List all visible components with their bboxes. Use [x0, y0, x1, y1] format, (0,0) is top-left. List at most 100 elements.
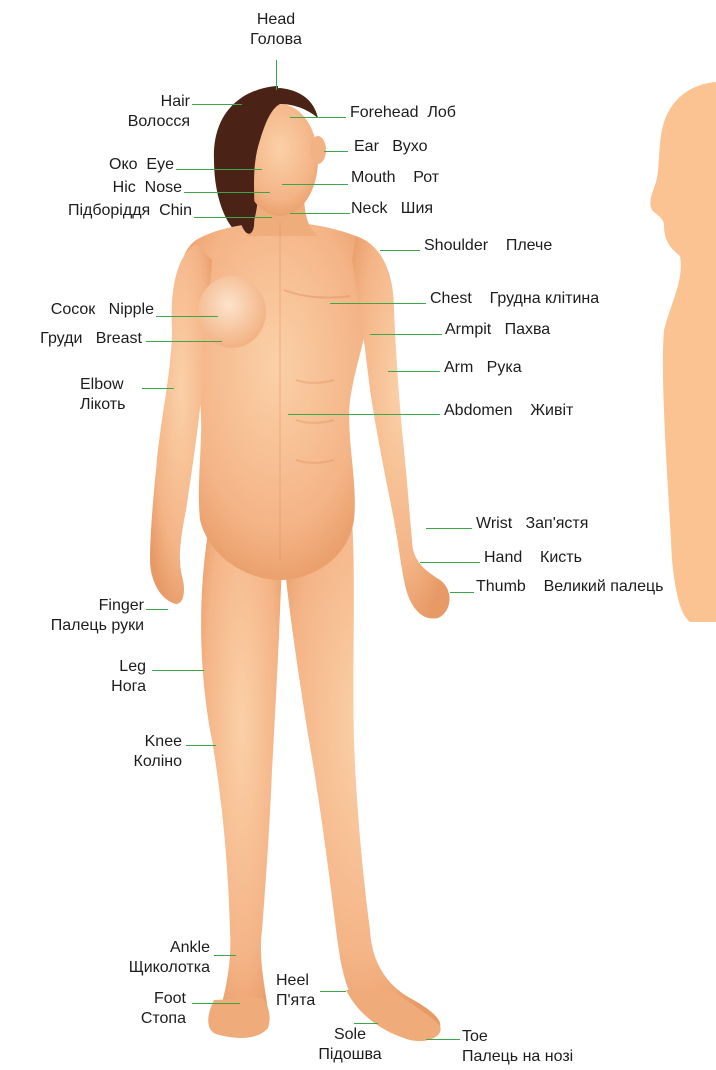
label-ankle-en: Ankle	[80, 938, 210, 958]
label-forehead: Forehead Лоб	[350, 103, 456, 123]
label-finger-uk: Палець руки	[10, 616, 144, 636]
label-toe-en: Toe	[462, 1027, 573, 1047]
label-wrist-uk: Зап'ястя	[525, 515, 588, 532]
label-elbow-uk: Лікоть	[80, 395, 125, 415]
label-elbow-en: Elbow	[80, 375, 125, 395]
label-mouth-uk: Рот	[413, 169, 439, 186]
label-chest-en: Chest	[430, 290, 472, 307]
toe-leader	[426, 1039, 460, 1040]
label-heel: Heel П'ята	[276, 971, 315, 1011]
arm-leader	[388, 371, 440, 372]
label-forehead-uk: Лоб	[427, 104, 456, 121]
hair-leader	[192, 104, 242, 105]
label-ankle: Ankle Щиколотка	[80, 938, 210, 978]
mouth-leader	[282, 184, 348, 185]
breast-leader	[146, 341, 222, 342]
label-hand: Hand Кисть	[484, 548, 582, 568]
finger-leader	[146, 609, 168, 610]
label-arm-en: Arm	[444, 359, 473, 376]
label-sole-en: Sole	[300, 1025, 400, 1045]
ear-shape	[310, 136, 326, 164]
label-shoulder: Shoulder Плече	[424, 236, 552, 256]
eye-leader	[176, 169, 262, 170]
background-silhouette	[650, 82, 716, 622]
label-finger-en: Finger	[10, 596, 144, 616]
label-forehead-en: Forehead	[350, 104, 419, 121]
abdomen-leader	[288, 414, 440, 415]
hand-leader	[420, 562, 480, 563]
leg-leader	[152, 670, 204, 671]
label-neck-en: Neck	[351, 200, 387, 217]
label-arm-uk: Рука	[487, 359, 522, 376]
label-nipple-uk: Сосок	[51, 301, 96, 318]
label-head: Head Голова	[236, 10, 316, 50]
label-armpit-uk: Пахва	[505, 321, 551, 338]
label-heel-en: Heel	[276, 971, 315, 991]
label-neck: Neck Шия	[351, 199, 433, 219]
ankle-leader	[214, 955, 236, 956]
label-hair-uk: Волосся	[90, 112, 190, 132]
label-eye-uk: Око	[109, 156, 138, 173]
label-chin: Підборіддя Chin	[20, 201, 192, 221]
label-neck-uk: Шия	[401, 200, 433, 217]
label-knee: Knee Коліно	[100, 732, 182, 772]
label-ear: Ear Вухо	[354, 137, 427, 157]
label-leg-uk: Нога	[70, 677, 146, 697]
nose-leader	[184, 192, 270, 193]
nipple-leader	[156, 316, 218, 317]
label-eye-en: Eye	[146, 156, 174, 173]
breast-shape	[198, 276, 266, 348]
label-chest: Chest Грудна клітина	[430, 289, 599, 309]
label-nipple-en: Nipple	[109, 301, 154, 318]
thumb-leader	[450, 592, 474, 593]
neck-leader	[290, 213, 350, 214]
shoulder-leader	[380, 250, 420, 251]
label-eye: Око Eye	[60, 155, 174, 175]
label-finger: Finger Палець руки	[10, 596, 144, 636]
label-nose-uk: Ніс	[113, 179, 136, 196]
label-head-en: Head	[236, 10, 316, 30]
label-hair: Hair Волосся	[90, 92, 190, 132]
label-toe: Toe Палець на нозі	[462, 1027, 573, 1067]
elbow-leader	[142, 388, 174, 389]
label-foot: Foot Стопа	[100, 989, 186, 1029]
heel-leader	[320, 991, 346, 992]
forehead-leader	[290, 117, 346, 118]
chest-leader	[330, 303, 426, 304]
label-chest-uk: Грудна клітина	[490, 290, 600, 307]
label-abdomen-uk: Живіт	[530, 402, 573, 419]
label-abdomen: Abdomen Живіт	[444, 401, 573, 421]
label-chin-uk: Підборіддя	[68, 202, 150, 219]
label-abdomen-en: Abdomen	[444, 402, 513, 419]
label-sole-uk: Підошва	[300, 1045, 400, 1065]
label-leg: Leg Нога	[70, 657, 146, 697]
label-hair-en: Hair	[90, 92, 190, 112]
label-armpit-en: Armpit	[445, 321, 491, 338]
label-arm: Arm Рука	[444, 358, 522, 378]
label-toe-uk: Палець на нозі	[462, 1047, 573, 1067]
label-sole: Sole Підошва	[300, 1025, 400, 1065]
chin-leader	[194, 217, 272, 218]
label-knee-uk: Коліно	[100, 752, 182, 772]
label-wrist: Wrist Зап'ястя	[476, 514, 588, 534]
label-shoulder-uk: Плече	[506, 237, 552, 254]
armpit-leader	[370, 334, 442, 335]
label-ankle-uk: Щиколотка	[80, 958, 210, 978]
label-mouth-en: Mouth	[351, 169, 395, 186]
label-foot-en: Foot	[100, 989, 186, 1009]
label-wrist-en: Wrist	[476, 515, 512, 532]
label-nose-en: Nose	[145, 179, 182, 196]
label-head-uk: Голова	[236, 30, 316, 50]
label-ear-uk: Вухо	[392, 138, 427, 155]
label-nose: Ніс Nose	[60, 178, 182, 198]
label-mouth: Mouth Рот	[351, 168, 439, 188]
label-ear-en: Ear	[354, 138, 379, 155]
label-knee-en: Knee	[100, 732, 182, 752]
label-thumb-uk: Великий палець	[544, 578, 664, 595]
left-leg	[201, 520, 282, 1034]
label-foot-uk: Стопа	[100, 1009, 186, 1029]
sole-leader	[354, 1023, 378, 1024]
label-nipple: Сосок Nipple	[10, 300, 154, 320]
label-thumb-en: Thumb	[476, 578, 526, 595]
foot-leader	[192, 1003, 240, 1004]
